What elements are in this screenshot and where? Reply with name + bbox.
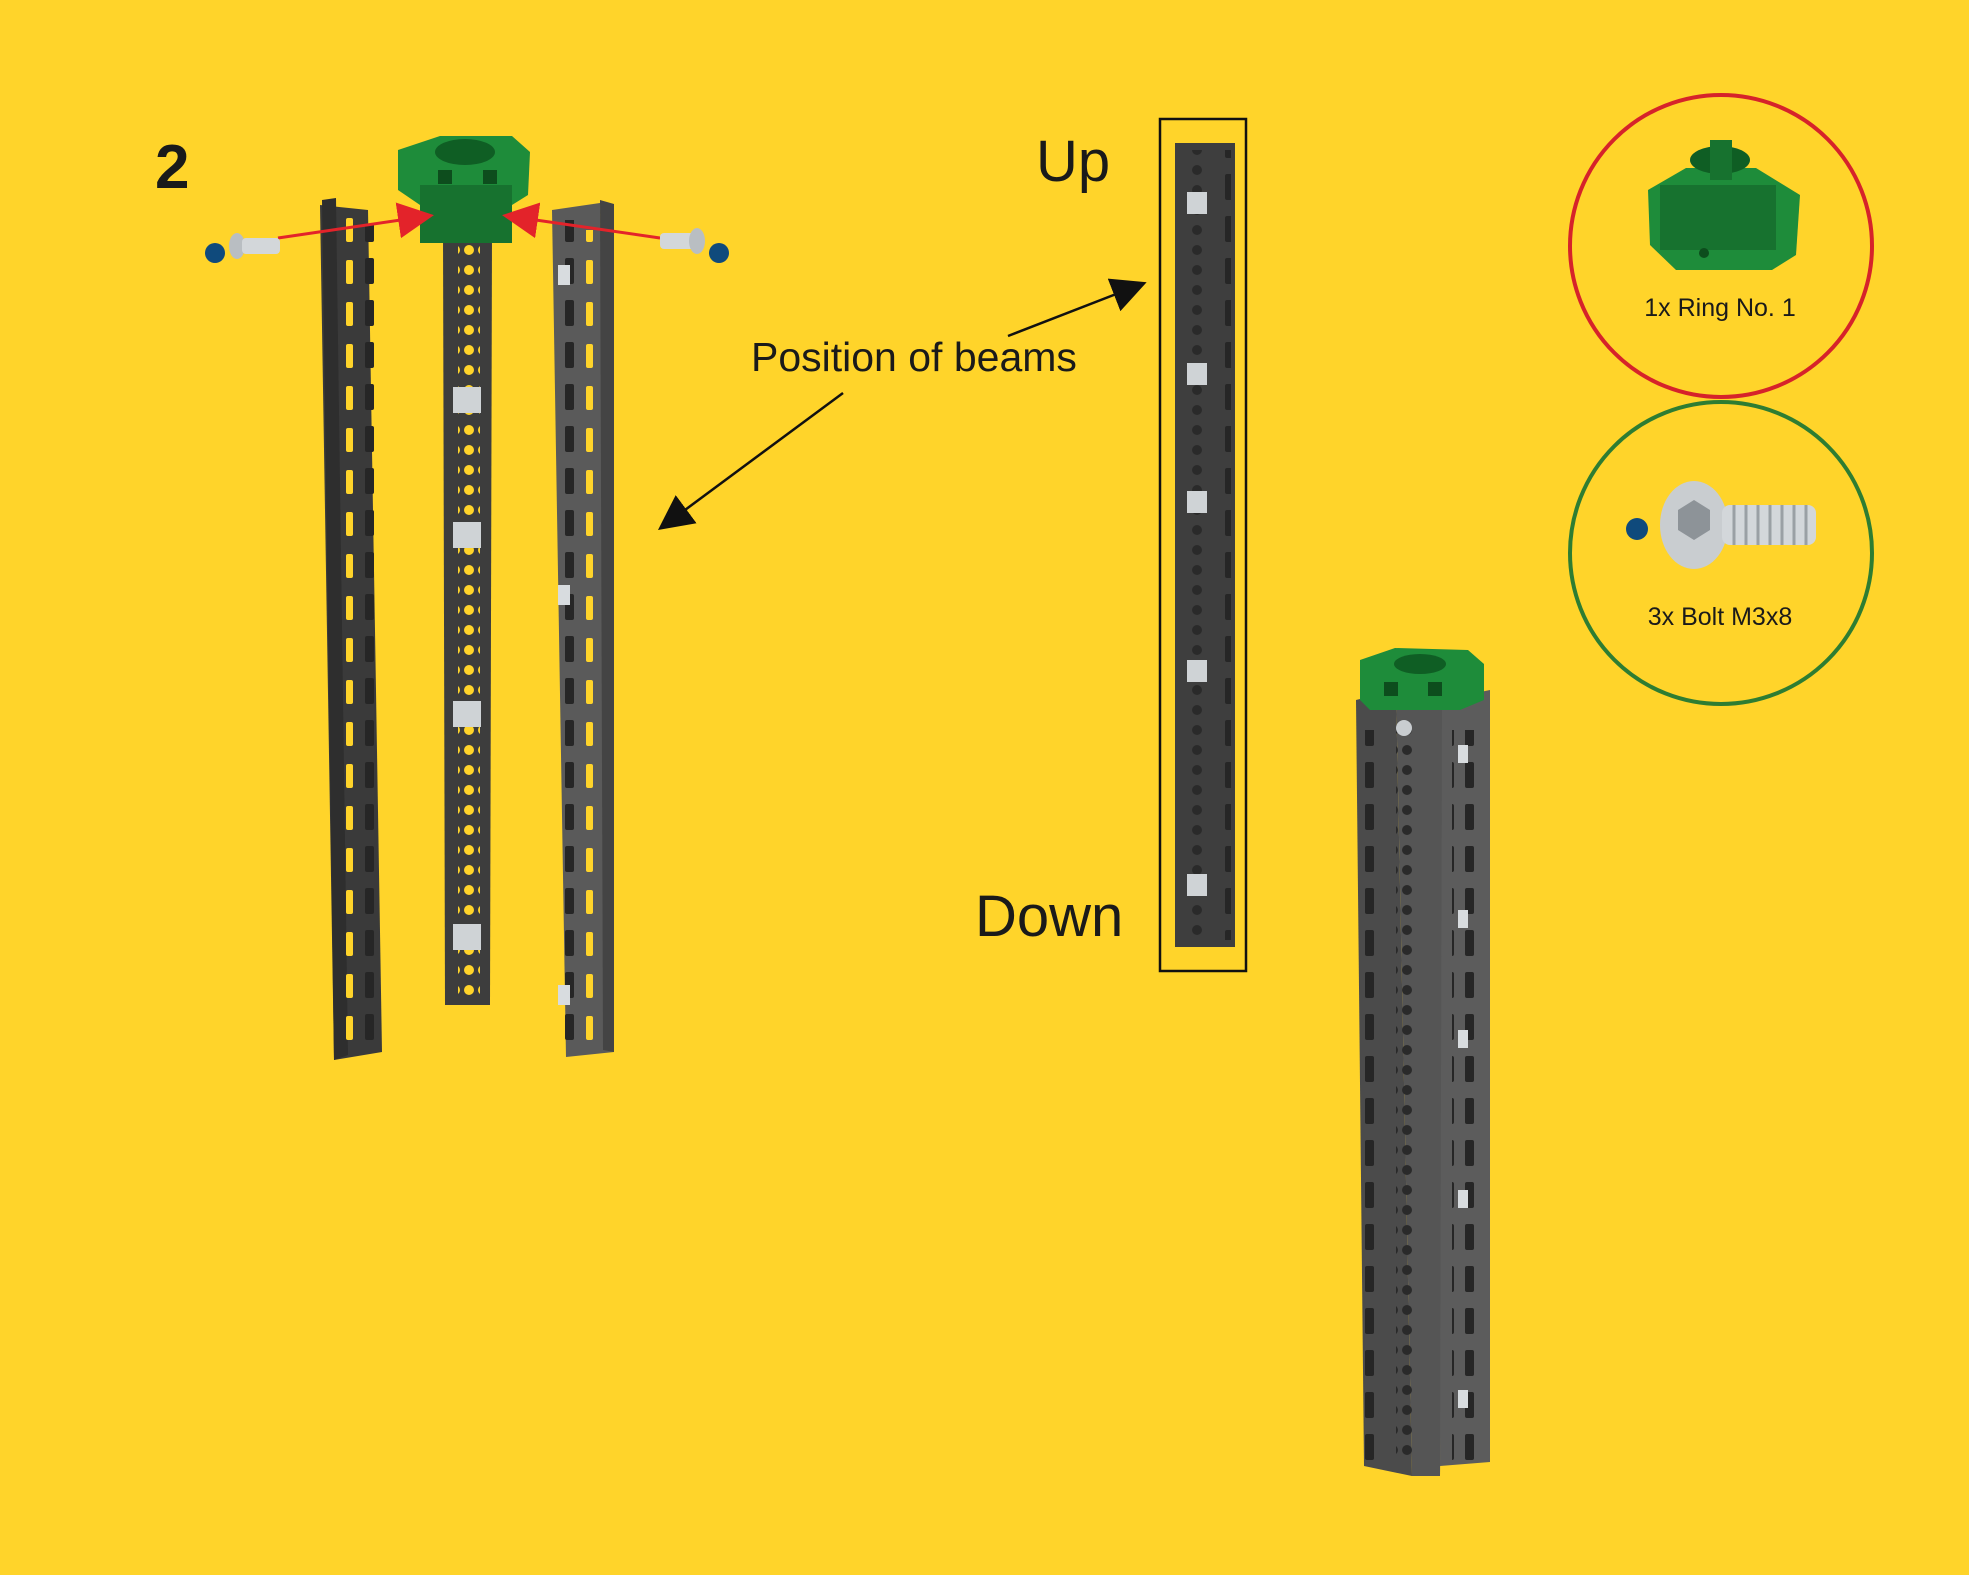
red-arrow-right xyxy=(502,202,661,240)
marker-dot-left xyxy=(205,243,225,263)
part-bolt-callout xyxy=(1568,400,1874,706)
ring-top-exploded xyxy=(398,136,530,243)
label-down: Down xyxy=(975,884,1124,949)
ring-quantity-label: 1x Ring No. 1 xyxy=(1644,294,1796,322)
exploded-assembly xyxy=(205,136,729,1060)
bolt-right xyxy=(660,228,705,254)
part-ring-callout xyxy=(1568,93,1874,399)
bolt-part-icon xyxy=(1660,481,1816,569)
orientation-box xyxy=(1158,117,1248,973)
bolt-left xyxy=(229,233,280,259)
assembled-column xyxy=(1356,648,1490,1476)
beam-right xyxy=(552,200,614,1057)
red-arrow-left xyxy=(277,202,434,240)
callout-arrow-up xyxy=(1007,278,1147,338)
callout-arrow-down xyxy=(657,391,844,530)
bolt-quantity-label: 3x Bolt M3x8 xyxy=(1647,603,1793,631)
marker-dot xyxy=(1626,518,1648,540)
label-position-of-beams: Position of beams xyxy=(751,334,1077,380)
ring-part-icon xyxy=(1648,140,1800,270)
label-up: Up xyxy=(1036,129,1111,194)
marker-dot-right xyxy=(709,243,729,263)
step-number: 2 xyxy=(155,133,190,202)
beam-left xyxy=(320,198,382,1060)
beam-center xyxy=(443,232,492,1005)
